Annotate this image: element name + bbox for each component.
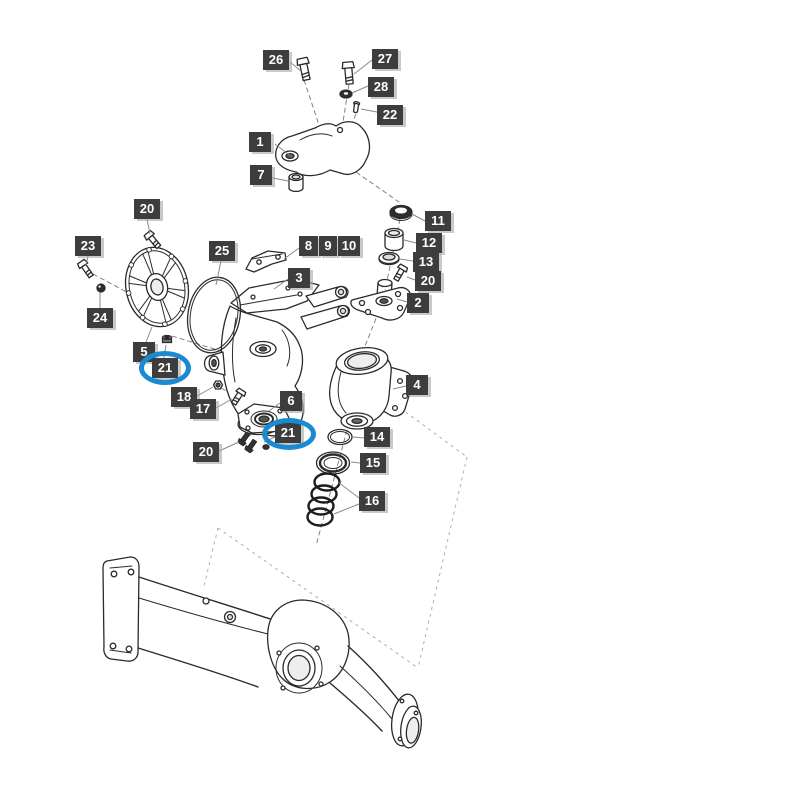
part-label-20[interactable]: 20 <box>415 271 441 291</box>
part-label-2[interactable]: 2 <box>407 293 429 313</box>
part-label-17[interactable]: 17 <box>190 399 216 419</box>
part-ring-13 <box>378 251 400 266</box>
part-bolt-27 <box>341 60 355 85</box>
part-washer-28 <box>339 89 353 99</box>
part-rings-16 <box>306 472 341 527</box>
part-label-20[interactable]: 20 <box>193 442 219 462</box>
part-label-24[interactable]: 24 <box>87 308 113 328</box>
part-oring-14 <box>327 428 353 446</box>
part-bolt-17 <box>230 387 247 406</box>
part-label-3[interactable]: 3 <box>288 268 310 288</box>
part-label-8[interactable]: 8 <box>299 236 318 256</box>
part-label-27[interactable]: 27 <box>372 49 398 69</box>
part-bolt-26 <box>296 56 311 82</box>
part-label-20[interactable]: 20 <box>134 199 160 219</box>
part-seal-15 <box>315 451 351 475</box>
part-carrier-4 <box>329 346 414 430</box>
highlight-ellipse <box>262 418 316 450</box>
part-kingpin-flange-2 <box>350 278 412 321</box>
part-bushing-7 <box>288 172 304 193</box>
part-ball-24 <box>96 283 106 293</box>
part-label-28[interactable]: 28 <box>368 77 394 97</box>
part-label-22[interactable]: 22 <box>377 105 403 125</box>
part-label-14[interactable]: 14 <box>364 427 390 447</box>
part-pin-22 <box>352 101 361 114</box>
part-nut-18 <box>212 380 224 390</box>
part-label-15[interactable]: 15 <box>360 453 386 473</box>
part-seal-11 <box>389 204 413 221</box>
dashed-boundary <box>203 407 468 669</box>
part-label-25[interactable]: 25 <box>209 241 235 261</box>
part-label-7[interactable]: 7 <box>250 165 272 185</box>
part-label-23[interactable]: 23 <box>75 236 101 256</box>
part-bolt-20-right <box>393 263 409 282</box>
part-label-1[interactable]: 1 <box>249 132 271 152</box>
part-label-11[interactable]: 11 <box>425 211 451 231</box>
part-label-13[interactable]: 13 <box>413 252 439 272</box>
part-label-10[interactable]: 10 <box>338 236 360 256</box>
part-label-12[interactable]: 12 <box>416 233 442 253</box>
part-bushing-12 <box>384 227 404 252</box>
part-cover-5 <box>124 246 190 328</box>
part-steering-arm-1 <box>275 121 371 177</box>
part-nut-21-left <box>161 334 173 344</box>
part-axle-housing <box>102 556 422 749</box>
part-label-9[interactable]: 9 <box>319 236 337 256</box>
part-bolt-20-topleft <box>143 229 162 250</box>
highlight-ellipse <box>139 351 191 385</box>
part-oring-25 <box>186 276 242 354</box>
part-label-26[interactable]: 26 <box>263 50 289 70</box>
part-bolts-20-bottom <box>237 431 270 454</box>
part-plate-8 <box>245 250 287 273</box>
part-bolt-23 <box>76 258 94 279</box>
part-label-6[interactable]: 6 <box>280 391 302 411</box>
part-label-16[interactable]: 16 <box>359 491 385 511</box>
part-label-4[interactable]: 4 <box>406 375 428 395</box>
